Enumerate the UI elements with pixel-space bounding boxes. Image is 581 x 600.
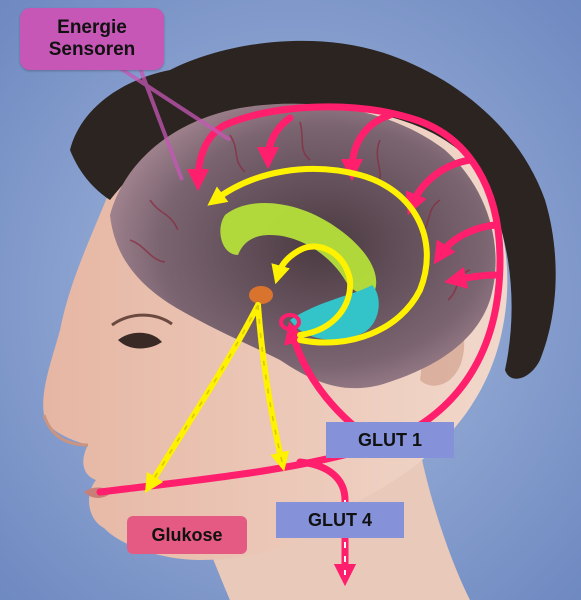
yellow-arrow-outer [207,165,430,346]
eyebrow [111,313,173,327]
energie-sensoren-label: Energie Sensoren [20,8,164,70]
hypothalamus-nucleus [249,286,273,304]
glut4-label: GLUT 4 [276,502,404,538]
glut1-label: GLUT 1 [326,422,454,458]
cyan-structure [290,285,379,340]
yellow-dashes [149,304,283,486]
yellow-arrow-inner [271,243,354,338]
glukose-label: Glukose [127,516,247,554]
sensor-pointer-lines [118,66,232,181]
pink-arrow-top-2 [340,111,394,182]
nose [42,414,89,447]
pink-arrow-top-left [186,121,229,192]
pink-arrow-down [296,458,357,587]
hippocampus [220,203,377,295]
pink-arrow-right-1 [405,156,474,216]
pink-arrow-top-1 [256,114,294,170]
pink-arrow-right-3 [444,266,499,289]
pink-arrow-right-2 [433,221,499,265]
eye [118,332,162,349]
